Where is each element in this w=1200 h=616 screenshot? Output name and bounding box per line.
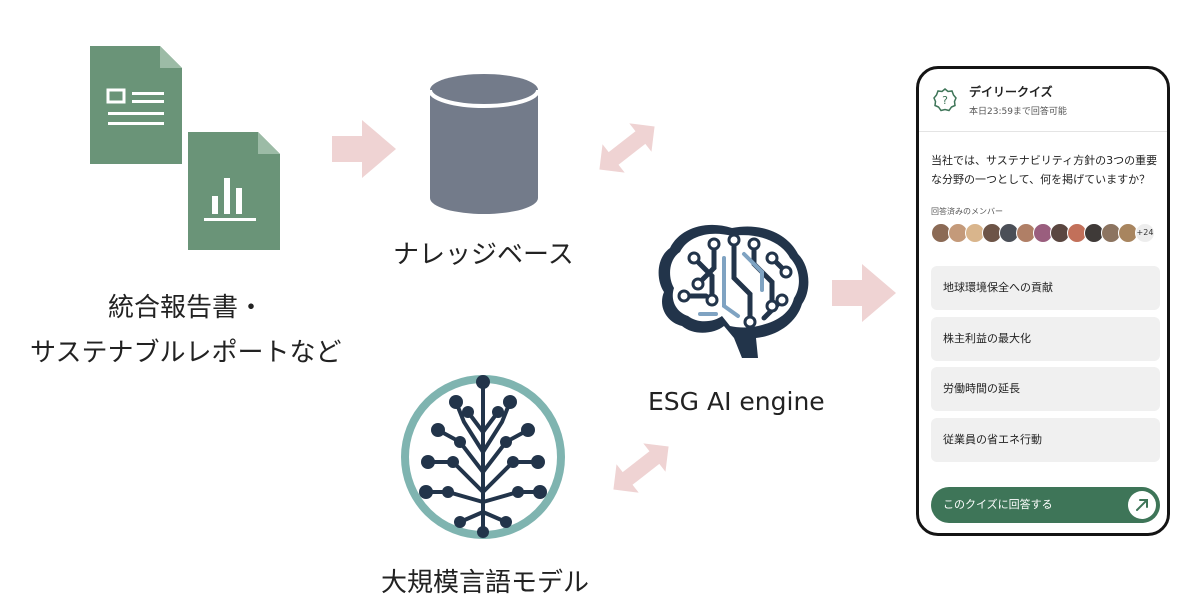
quiz-header: ? デイリークイズ 本日23:59まで回答可能 <box>919 69 1167 132</box>
documents-caption-line1: 統合報告書・ <box>108 293 265 323</box>
bidirectional-arrow-icon <box>599 123 655 173</box>
document-icons <box>90 46 280 250</box>
svg-text:?: ? <box>942 94 948 107</box>
arrow-up-right-icon <box>1128 491 1156 519</box>
bidirectional-arrow-icon-2 <box>613 443 669 493</box>
quiz-option-1[interactable]: 地球環境保全への貢献 <box>931 266 1160 310</box>
circuit-brain-icon <box>658 224 809 358</box>
quiz-option-3[interactable]: 労働時間の延長 <box>931 367 1160 411</box>
neural-tree-icon <box>401 375 565 539</box>
knowledge-base-caption: ナレッジベース <box>393 240 574 270</box>
answer-quiz-button-label: このクイズに回答する <box>943 498 1053 511</box>
quiz-option-2[interactable]: 株主利益の最大化 <box>931 317 1160 361</box>
quiz-phone-card: ? デイリークイズ 本日23:59まで回答可能 当社では、サステナビリティ方針の… <box>916 66 1170 536</box>
answer-quiz-button[interactable]: このクイズに回答する <box>931 487 1160 523</box>
member-count-badge: +24 <box>1135 223 1155 243</box>
quiz-option-4[interactable]: 従業員の省エネ行動 <box>931 418 1160 462</box>
quiz-deadline: 本日23:59まで回答可能 <box>969 107 1067 117</box>
quiz-title: デイリークイズ <box>969 85 1053 99</box>
database-icon <box>428 74 540 214</box>
right-arrow-icon <box>332 120 396 178</box>
quiz-question: 当社では、サステナビリティ方針の3つの重要な分野の一つとして、何を掲げていますか… <box>931 154 1158 186</box>
members-label: 回答済みのメンバー <box>931 207 1003 216</box>
engine-caption: ESG AI engine <box>648 387 825 416</box>
question-badge-icon: ? <box>933 88 957 112</box>
chart-document-icon <box>188 132 280 250</box>
right-arrow-icon-2 <box>832 264 896 322</box>
documents-caption-line2: サステナブルレポートなど <box>30 338 342 368</box>
llm-caption: 大規模言語モデル <box>381 568 590 598</box>
text-document-icon <box>90 46 182 164</box>
